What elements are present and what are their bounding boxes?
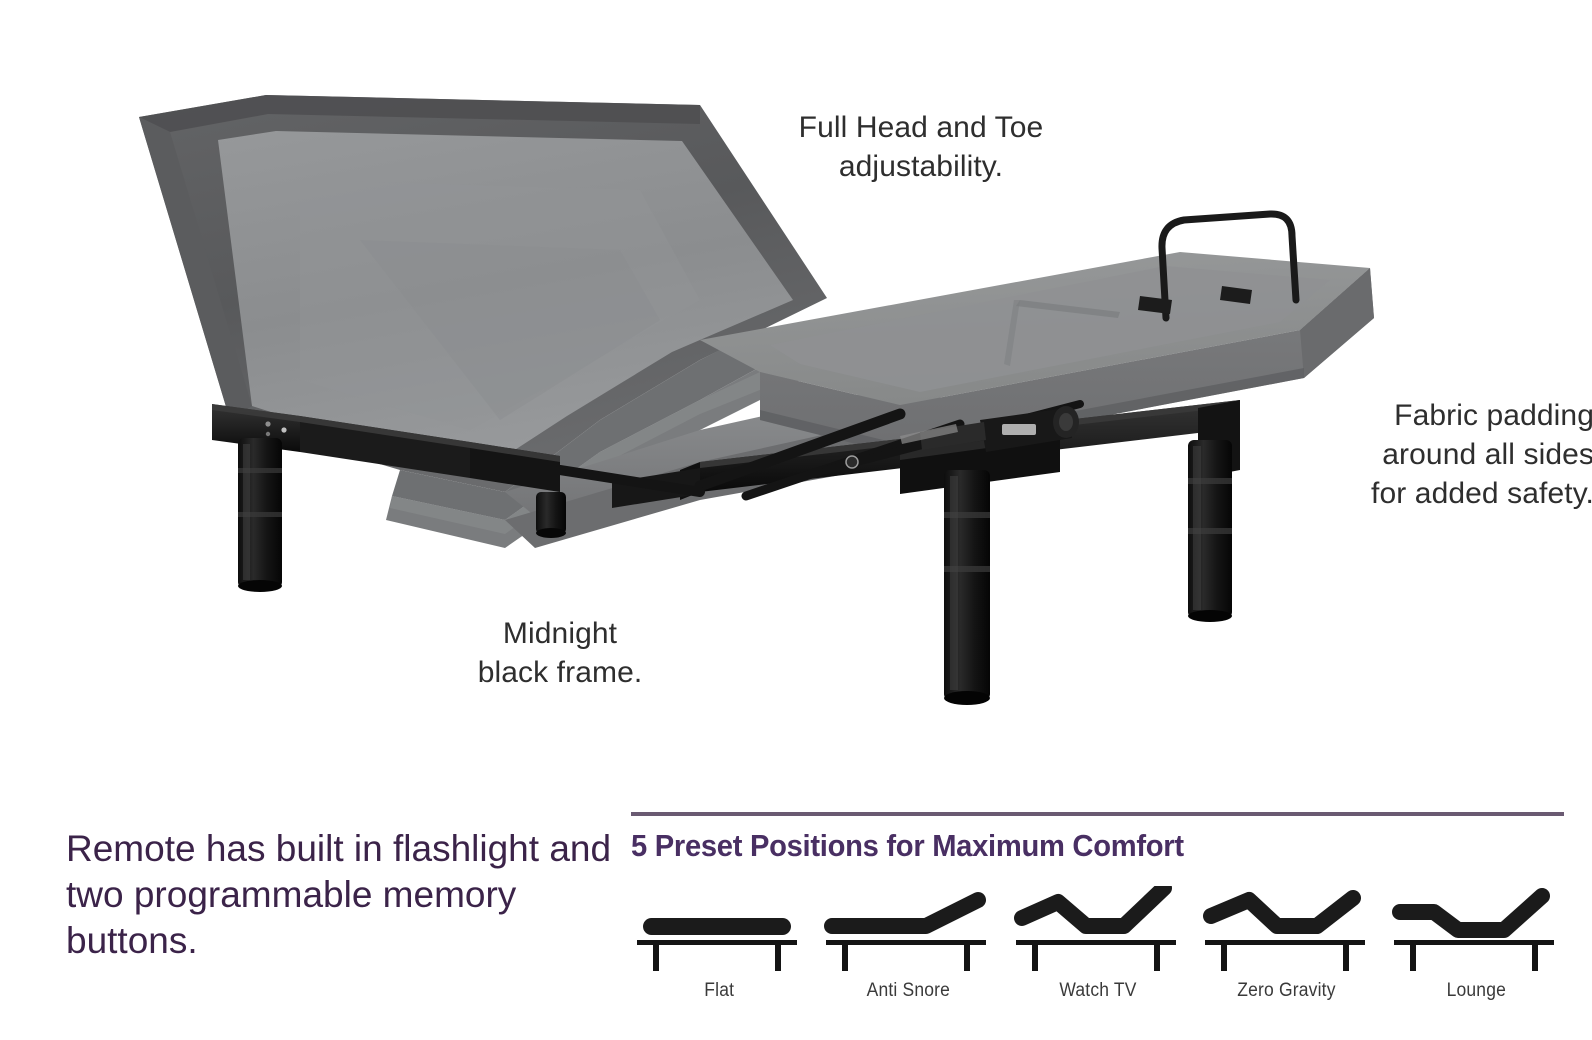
bed-foot-section [700, 252, 1374, 455]
preset-positions-list: Flat Anti Snore [631, 878, 1564, 1002]
bed-motor [900, 406, 1079, 452]
bed-leg-rear-left [944, 470, 990, 705]
callout-full-head-and-toe: Full Head and Toe adjustability. [798, 111, 1044, 183]
preset-positions-title: 5 Preset Positions for Maximum Comfort [631, 828, 1184, 863]
preset-label-flat: Flat [704, 980, 734, 1001]
remote-flashlight-description: Remote has built in flashlight and two p… [66, 828, 612, 961]
bed-position-watch-tv-icon [1013, 886, 1176, 971]
bed-frame [212, 400, 1240, 705]
preset-label-anti-snore: Anti Snore [866, 980, 950, 1001]
bed-position-lounge-icon [1392, 888, 1554, 971]
bed-position-anti-snore-icon [824, 892, 987, 971]
callout-fabric-padding: Fabric padding around all sides for adde… [1371, 399, 1592, 510]
preset-label-zero-gravity: Zero Gravity [1237, 980, 1336, 1001]
preset-item-lounge[interactable]: Lounge [1388, 878, 1564, 1002]
preset-label-lounge: Lounge [1446, 980, 1506, 1001]
bed-head-section [139, 95, 827, 548]
callout-midnight-black-frame: Midnight black frame. [477, 617, 643, 689]
bed-leg-rear-right [1188, 440, 1232, 622]
preset-item-watch-tv[interactable]: Watch TV [1010, 878, 1186, 1002]
mattress-retainer-bar [1158, 210, 1300, 322]
bed-position-zero-gravity-icon [1202, 890, 1365, 971]
preset-item-anti-snore[interactable]: Anti Snore [820, 878, 996, 1002]
preset-label-watch-tv: Watch TV [1058, 980, 1137, 1001]
preset-item-zero-gravity[interactable]: Zero Gravity [1199, 878, 1375, 1002]
bed-position-flat-icon [637, 918, 797, 971]
preset-positions-panel: 5 Preset Positions for Maximum Comfort F… [631, 812, 1564, 1002]
adjustable-bed-image [139, 95, 1374, 705]
preset-item-flat[interactable]: Flat [631, 878, 807, 1002]
bed-leg-front-left [238, 438, 282, 592]
bed-leg-center-support [536, 492, 566, 538]
retainer-bar-clips [1138, 286, 1252, 314]
panel-divider-rule [631, 812, 1564, 816]
